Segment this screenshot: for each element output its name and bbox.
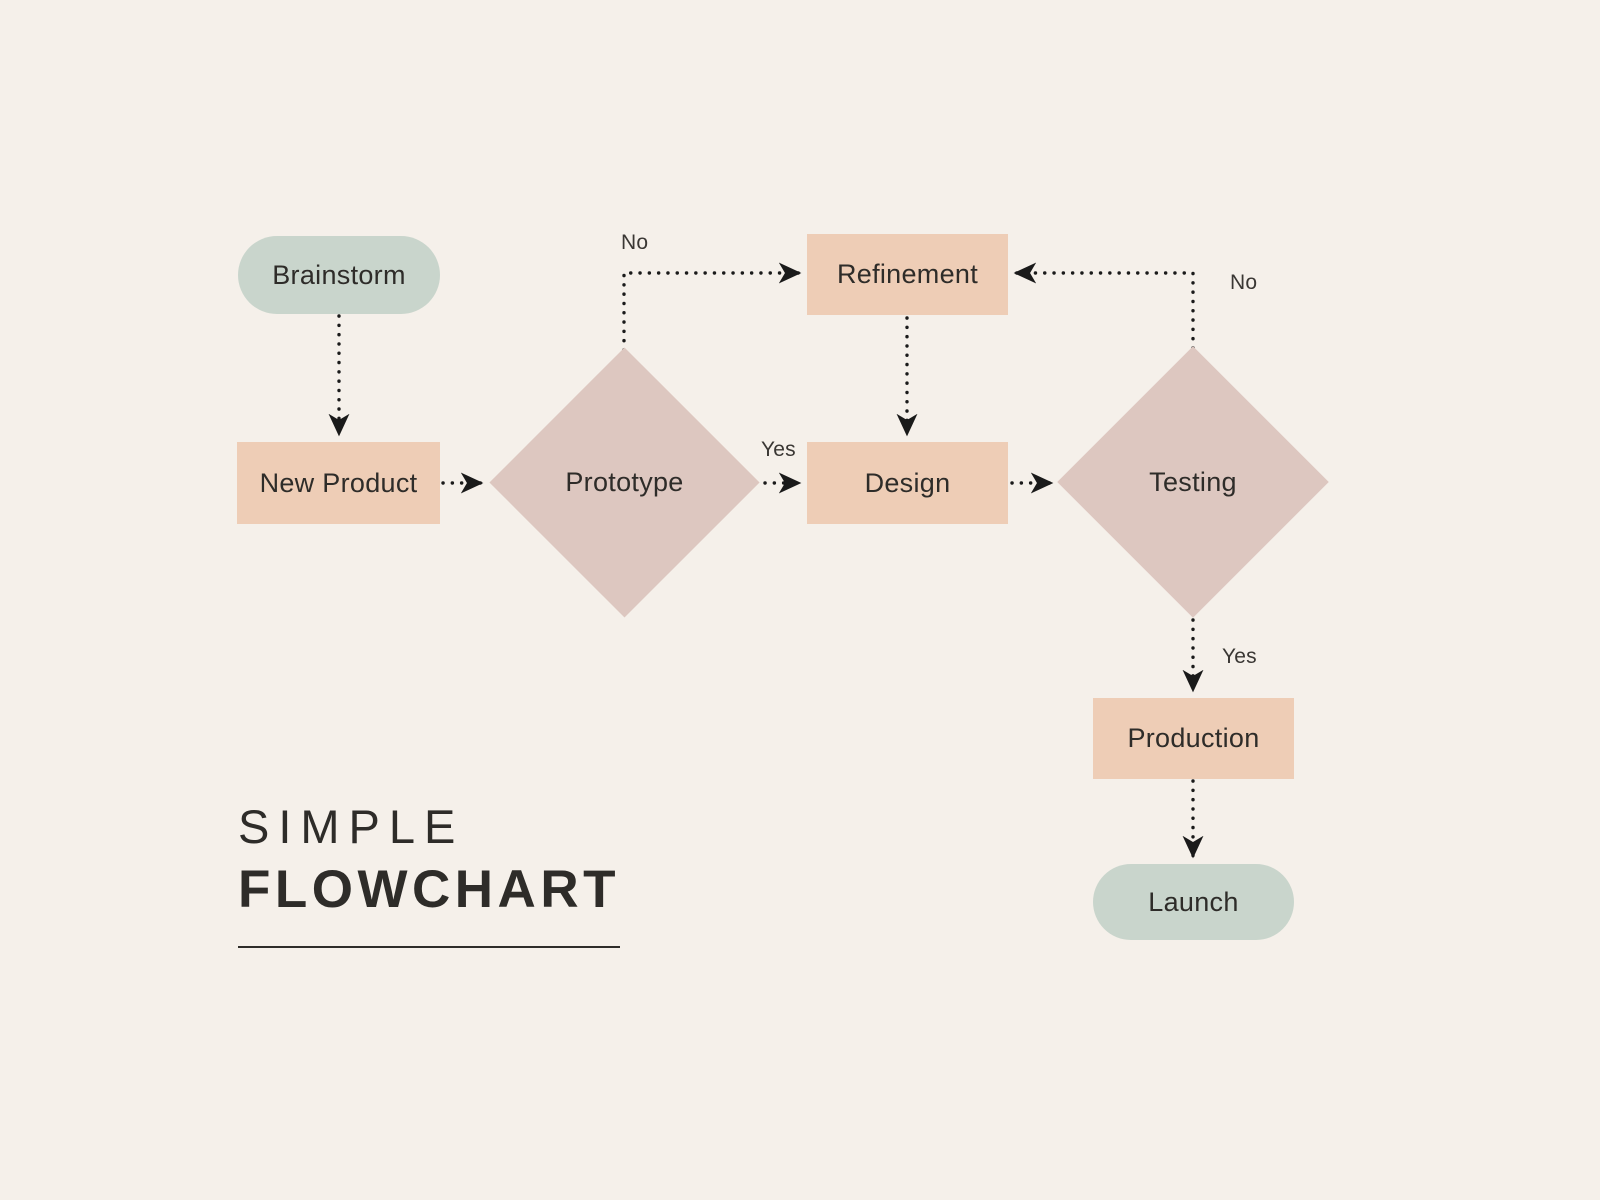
edge-prototype-refinement [622,262,802,352]
edge-label-yes-testing: Yes [1222,645,1257,668]
node-label-prototype: Prototype [565,467,684,497]
node-production[interactable]: Production [1093,698,1294,779]
edge-label-yes-prototype: Yes [761,438,796,461]
edge-label-no-testing: No [1230,271,1258,294]
title-line-flowchart: FLOWCHART [238,859,620,919]
node-new-product[interactable]: New Product [237,442,440,524]
node-refinement[interactable]: Refinement [807,234,1008,315]
title-underline-rule [238,945,620,948]
node-testing[interactable]: Testing [1057,346,1329,618]
title-block: SIMPLE FLOWCHART [238,800,738,948]
node-design[interactable]: Design [807,442,1008,524]
node-label-brainstorm: Brainstorm [272,259,406,290]
title-line-simple: SIMPLE [238,800,465,853]
node-label-testing: Testing [1149,466,1237,497]
edge-label-no-prototype: No [621,231,649,254]
node-launch[interactable]: Launch [1093,864,1294,940]
node-brainstorm[interactable]: Brainstorm [238,236,440,314]
node-label-launch: Launch [1148,886,1239,917]
edge-testing-refinement [1013,262,1195,350]
node-label-production: Production [1127,723,1260,753]
node-prototype[interactable]: Prototype [489,347,760,618]
node-label-refinement: Refinement [836,259,979,289]
node-label-new-product: New Product [259,467,418,498]
node-label-design: Design [864,467,951,498]
